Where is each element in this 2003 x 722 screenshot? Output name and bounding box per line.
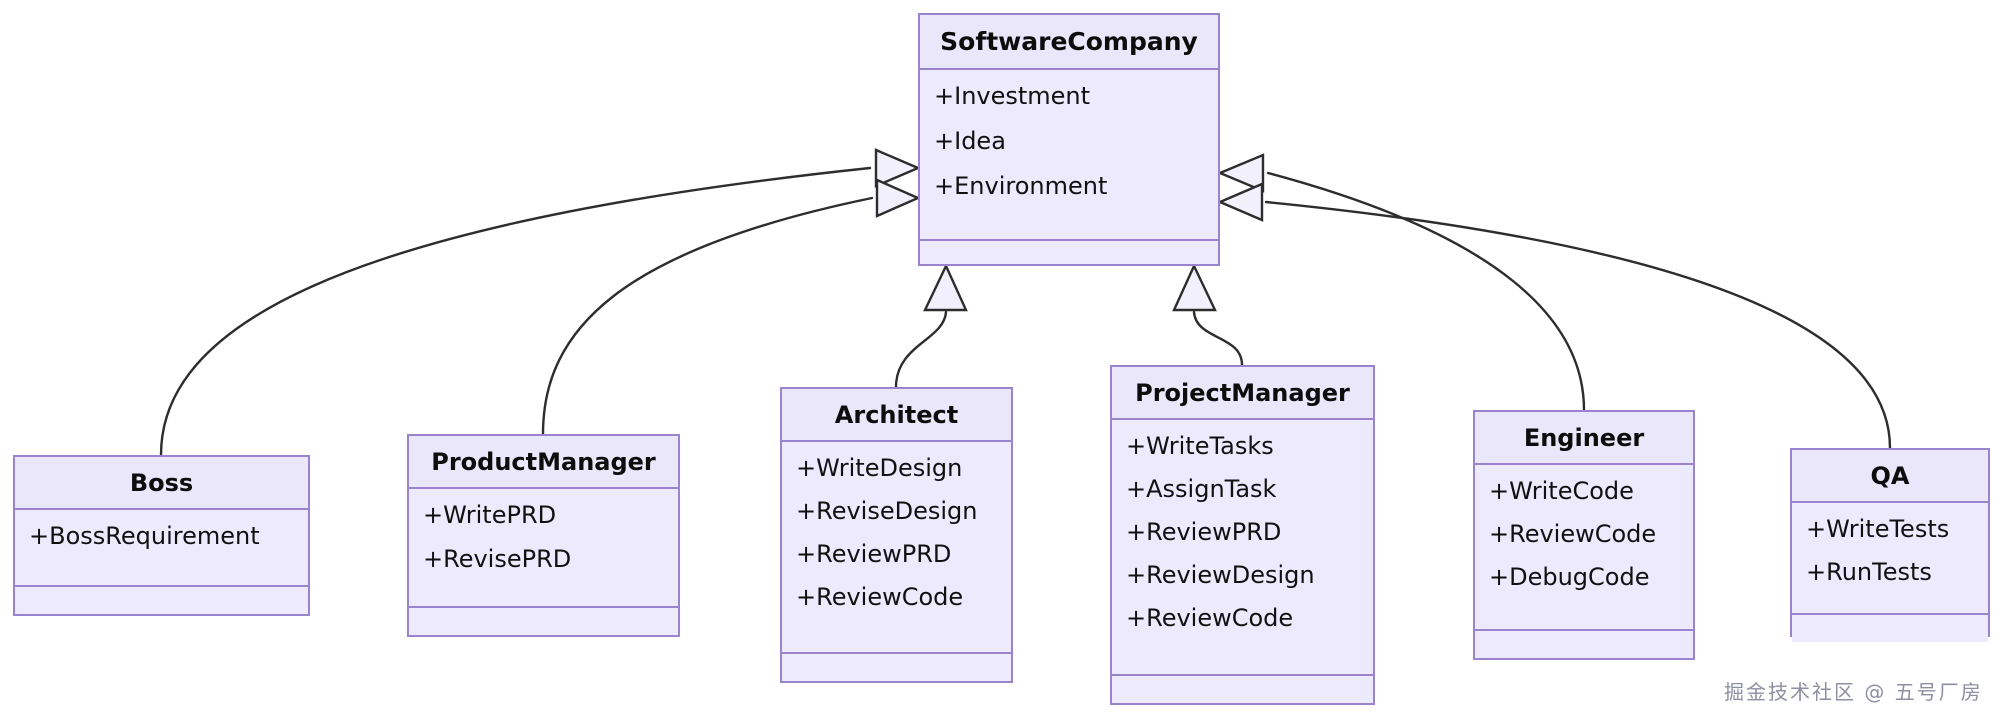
class-member: +BossRequirement	[29, 522, 260, 550]
class-methods-boss	[15, 587, 308, 614]
class-methods-project-manager	[1112, 676, 1373, 703]
class-box-boss[interactable]: Boss +BossRequirement	[13, 455, 310, 616]
generalization-arrowhead	[923, 263, 968, 312]
class-box-qa[interactable]: QA +WriteTests +RunTests	[1790, 448, 1990, 642]
edge-architect-to-company	[894, 263, 968, 389]
class-members-engineer: +WriteCode +ReviewCode +DebugCode	[1475, 465, 1693, 631]
class-member: +WriteTests	[1806, 515, 1950, 543]
class-member: +ReviewCode	[796, 583, 964, 611]
class-member: +ReviseDesign	[796, 497, 978, 525]
class-name-project-manager: ProjectManager	[1112, 367, 1373, 420]
class-member: +WriteTasks	[1126, 432, 1274, 460]
class-member: +WritePRD	[423, 501, 557, 529]
class-members-product-manager: +WritePRD +RevisePRD	[409, 489, 678, 608]
class-box-product-manager[interactable]: ProductManager +WritePRD +RevisePRD	[407, 434, 680, 637]
class-box-engineer[interactable]: Engineer +WriteCode +ReviewCode +DebugCode	[1473, 410, 1695, 660]
generalization-arrowhead	[1172, 263, 1217, 312]
class-member: +ReviewPRD	[796, 540, 952, 568]
class-member: +RevisePRD	[423, 545, 572, 573]
generalization-arrowhead	[874, 148, 922, 188]
generalization-arrowhead	[1216, 153, 1265, 193]
class-members-software-company: +Investment +Idea +Environment	[920, 70, 1218, 241]
class-name-qa: QA	[1792, 450, 1988, 503]
class-name-product-manager: ProductManager	[409, 436, 678, 489]
class-name-boss: Boss	[15, 457, 308, 510]
class-members-architect: +WriteDesign +ReviseDesign +ReviewPRD +Revi…	[782, 442, 1011, 654]
class-name-software-company: SoftwareCompany	[920, 15, 1218, 70]
class-members-qa: +WriteTests +RunTests	[1792, 503, 1988, 615]
class-member: +WriteCode	[1489, 477, 1634, 505]
class-member: +ReviewPRD	[1126, 518, 1282, 546]
class-methods-engineer	[1475, 631, 1693, 658]
generalization-arrowhead	[875, 178, 921, 218]
class-member: +Environment	[934, 172, 1108, 200]
generalization-arrowhead	[1216, 182, 1264, 222]
class-member: +Idea	[934, 127, 1006, 155]
class-name-architect: Architect	[782, 389, 1011, 442]
class-box-project-manager[interactable]: ProjectManager +WriteTasks +AssignTask +Rev…	[1110, 365, 1375, 705]
class-box-software-company[interactable]: SoftwareCompany +Investment +Idea +Environm…	[918, 13, 1220, 266]
class-members-boss: +BossRequirement	[15, 510, 308, 587]
class-methods-qa	[1792, 615, 1988, 642]
class-member: +ReviewCode	[1126, 604, 1294, 632]
class-methods-architect	[782, 654, 1011, 681]
watermark-text: 掘金技术社区 @ 五号厂房	[1724, 680, 1983, 704]
class-member: +Investment	[934, 82, 1091, 110]
class-box-architect[interactable]: Architect +WriteDesign +ReviseDesign +Revie…	[780, 387, 1013, 683]
class-methods-product-manager	[409, 608, 678, 635]
class-members-project-manager: +WriteTasks +AssignTask +ReviewPRD +ReviewD…	[1112, 420, 1373, 676]
class-member: +ReviewDesign	[1126, 561, 1315, 589]
class-member: +ReviewCode	[1489, 520, 1657, 548]
class-member: +RunTests	[1806, 558, 1932, 586]
class-methods-software-company	[920, 241, 1218, 264]
edge-projectmanager-to-company	[1172, 263, 1244, 367]
class-member: +AssignTask	[1126, 475, 1277, 503]
class-name-engineer: Engineer	[1475, 412, 1693, 465]
class-member: +DebugCode	[1489, 563, 1650, 591]
class-member: +WriteDesign	[796, 454, 963, 482]
